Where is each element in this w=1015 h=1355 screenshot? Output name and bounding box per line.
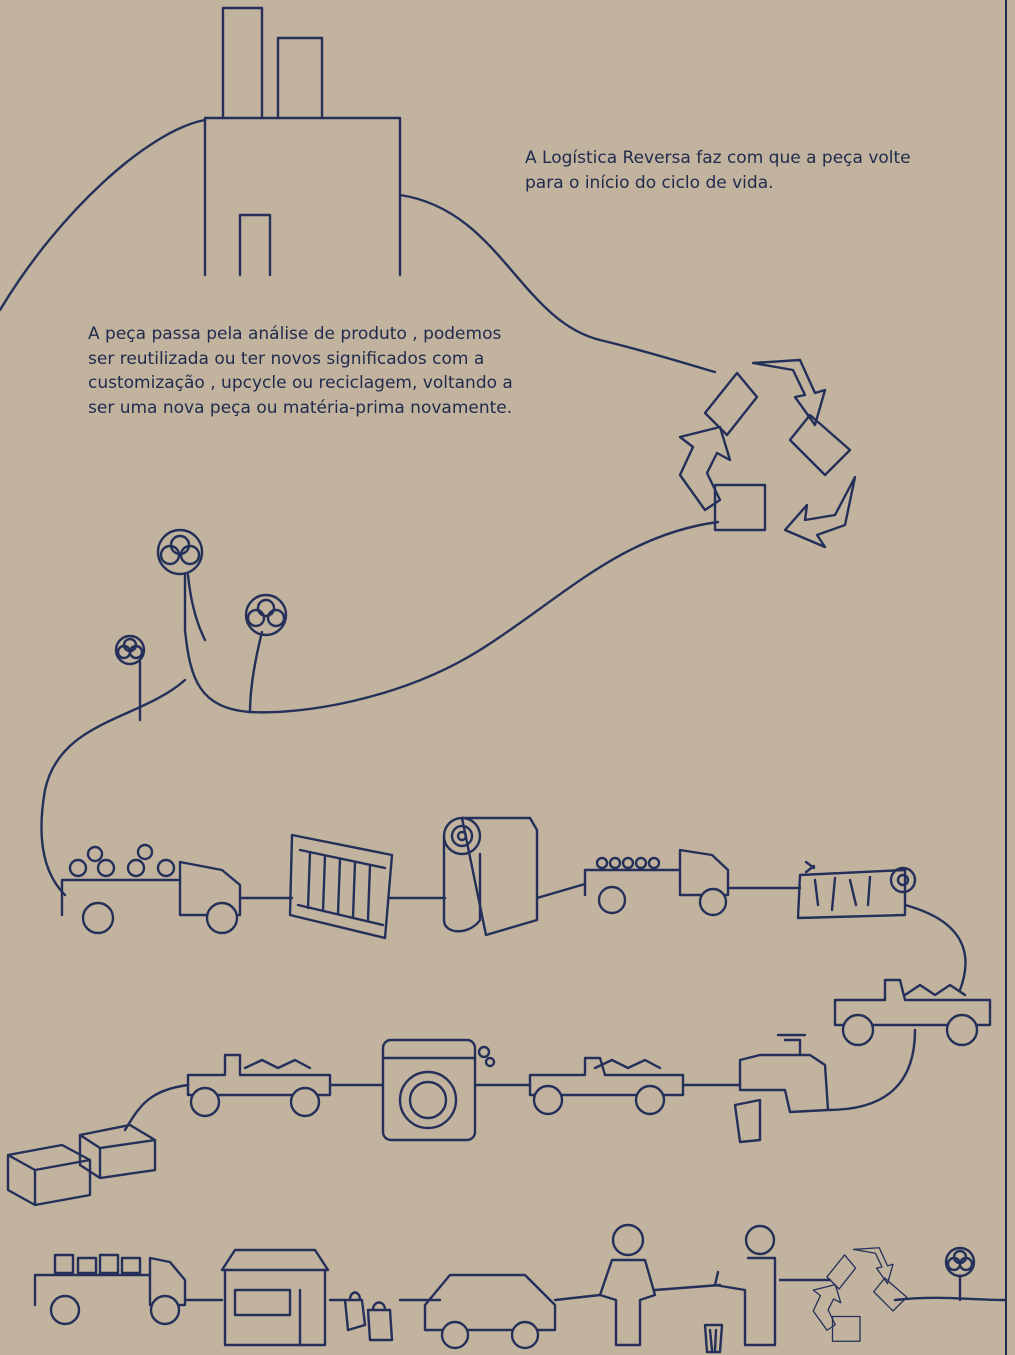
pieces-truck-icon xyxy=(835,980,990,1045)
cotton-plant-icon xyxy=(116,530,286,664)
roll-truck-icon xyxy=(585,850,728,915)
product-analysis-caption: A peça passa pela análise de produto , p… xyxy=(88,322,528,420)
cotton-truck-icon xyxy=(62,845,240,933)
loom-icon xyxy=(290,835,392,938)
cutting-table-icon xyxy=(798,862,915,918)
recycle-icon xyxy=(813,1248,907,1342)
factory-icon xyxy=(205,8,400,275)
cotton-stem-3 xyxy=(250,632,262,712)
consumer-icon xyxy=(600,1225,655,1345)
disposal-person-icon xyxy=(715,1226,775,1345)
cotton-stem-2 xyxy=(188,575,205,640)
car-icon xyxy=(425,1275,555,1348)
trash-bin-icon xyxy=(705,1325,722,1352)
cotton-plant-icon xyxy=(946,1248,974,1300)
shopping-bags-icon xyxy=(345,1293,392,1341)
pieces-truck-icon xyxy=(530,1058,683,1114)
recycle-icon xyxy=(680,360,855,547)
flow-line xyxy=(0,120,1005,1300)
washing-machine-icon xyxy=(383,1040,494,1140)
fabric-roll-icon xyxy=(444,818,537,935)
store-icon xyxy=(222,1250,328,1345)
pieces-truck-icon xyxy=(188,1055,330,1116)
boxes-truck-icon xyxy=(35,1255,185,1324)
boxes-icon xyxy=(8,1125,155,1205)
sewing-machine-icon xyxy=(735,1035,828,1142)
reverse-logistics-caption: A Logística Reversa faz com que a peça v… xyxy=(525,146,925,195)
